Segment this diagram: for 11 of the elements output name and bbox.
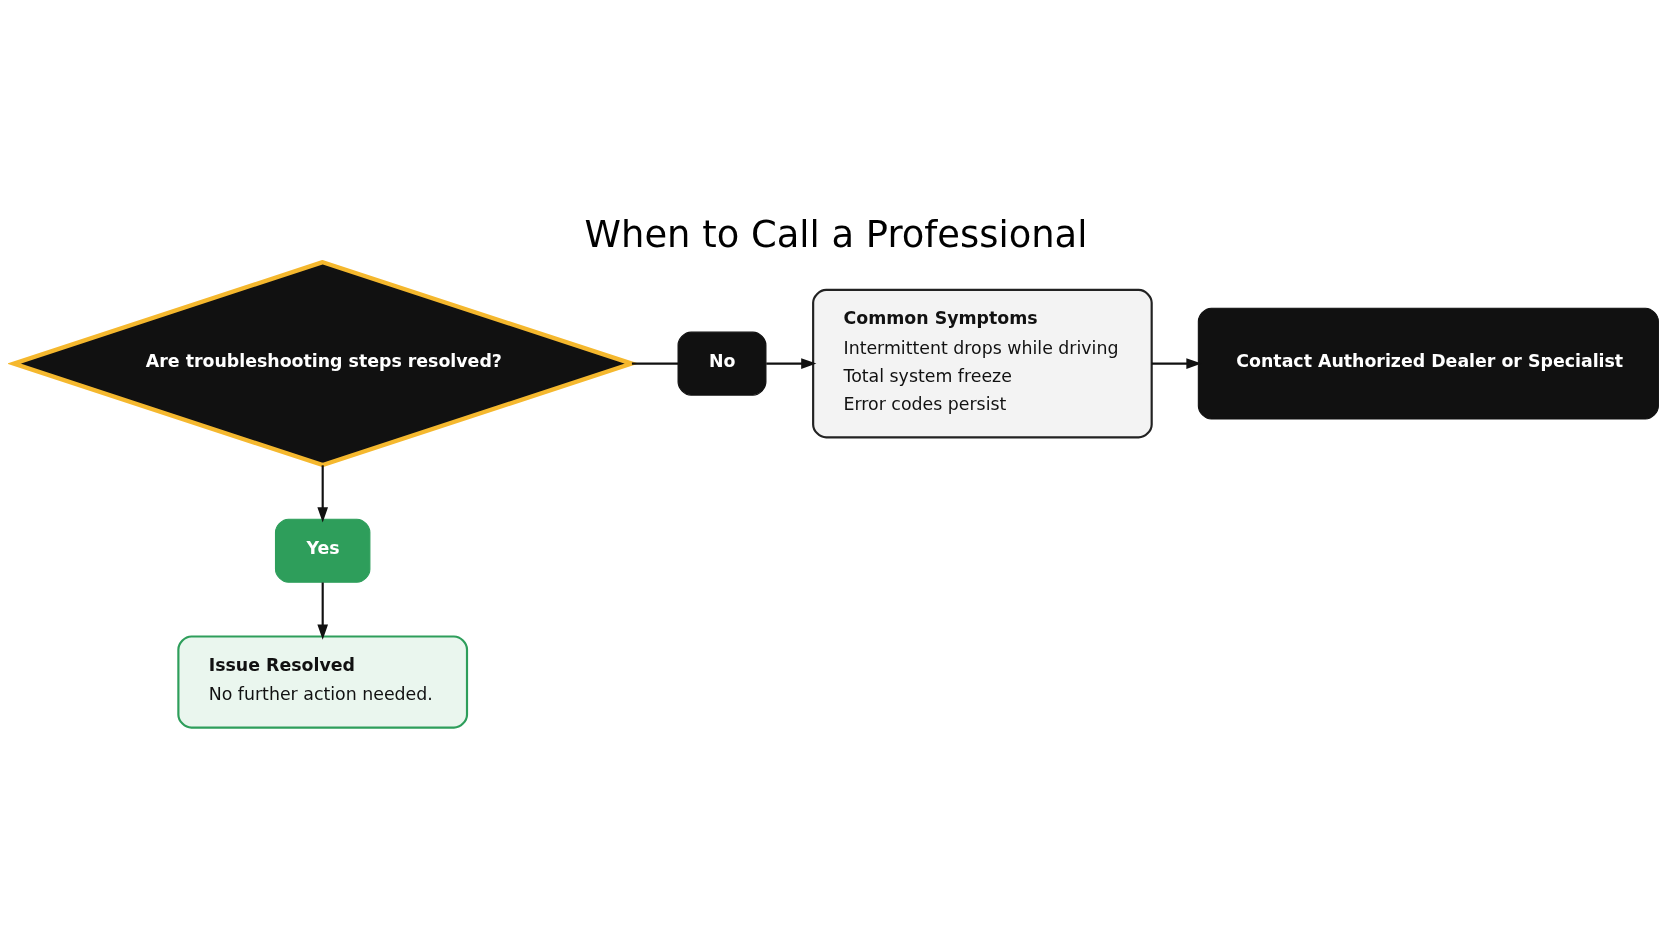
- node-box: Issue Resolved No further action needed.: [177, 635, 469, 729]
- node-box: Yes: [274, 518, 371, 583]
- diagram-title: When to Call a Professional: [584, 213, 1088, 257]
- node-box: No: [677, 331, 767, 396]
- arrow: [766, 358, 817, 369]
- arrow: [317, 465, 328, 523]
- arrow: [317, 582, 328, 640]
- node-box: Common Symptoms Intermittent drops while driving Total system freeze Error codes persist: [812, 288, 1153, 439]
- arrow: [1151, 358, 1202, 369]
- node-box: Contact Authorized Dealer or Specialist: [1197, 307, 1659, 420]
- connector: [631, 362, 678, 365]
